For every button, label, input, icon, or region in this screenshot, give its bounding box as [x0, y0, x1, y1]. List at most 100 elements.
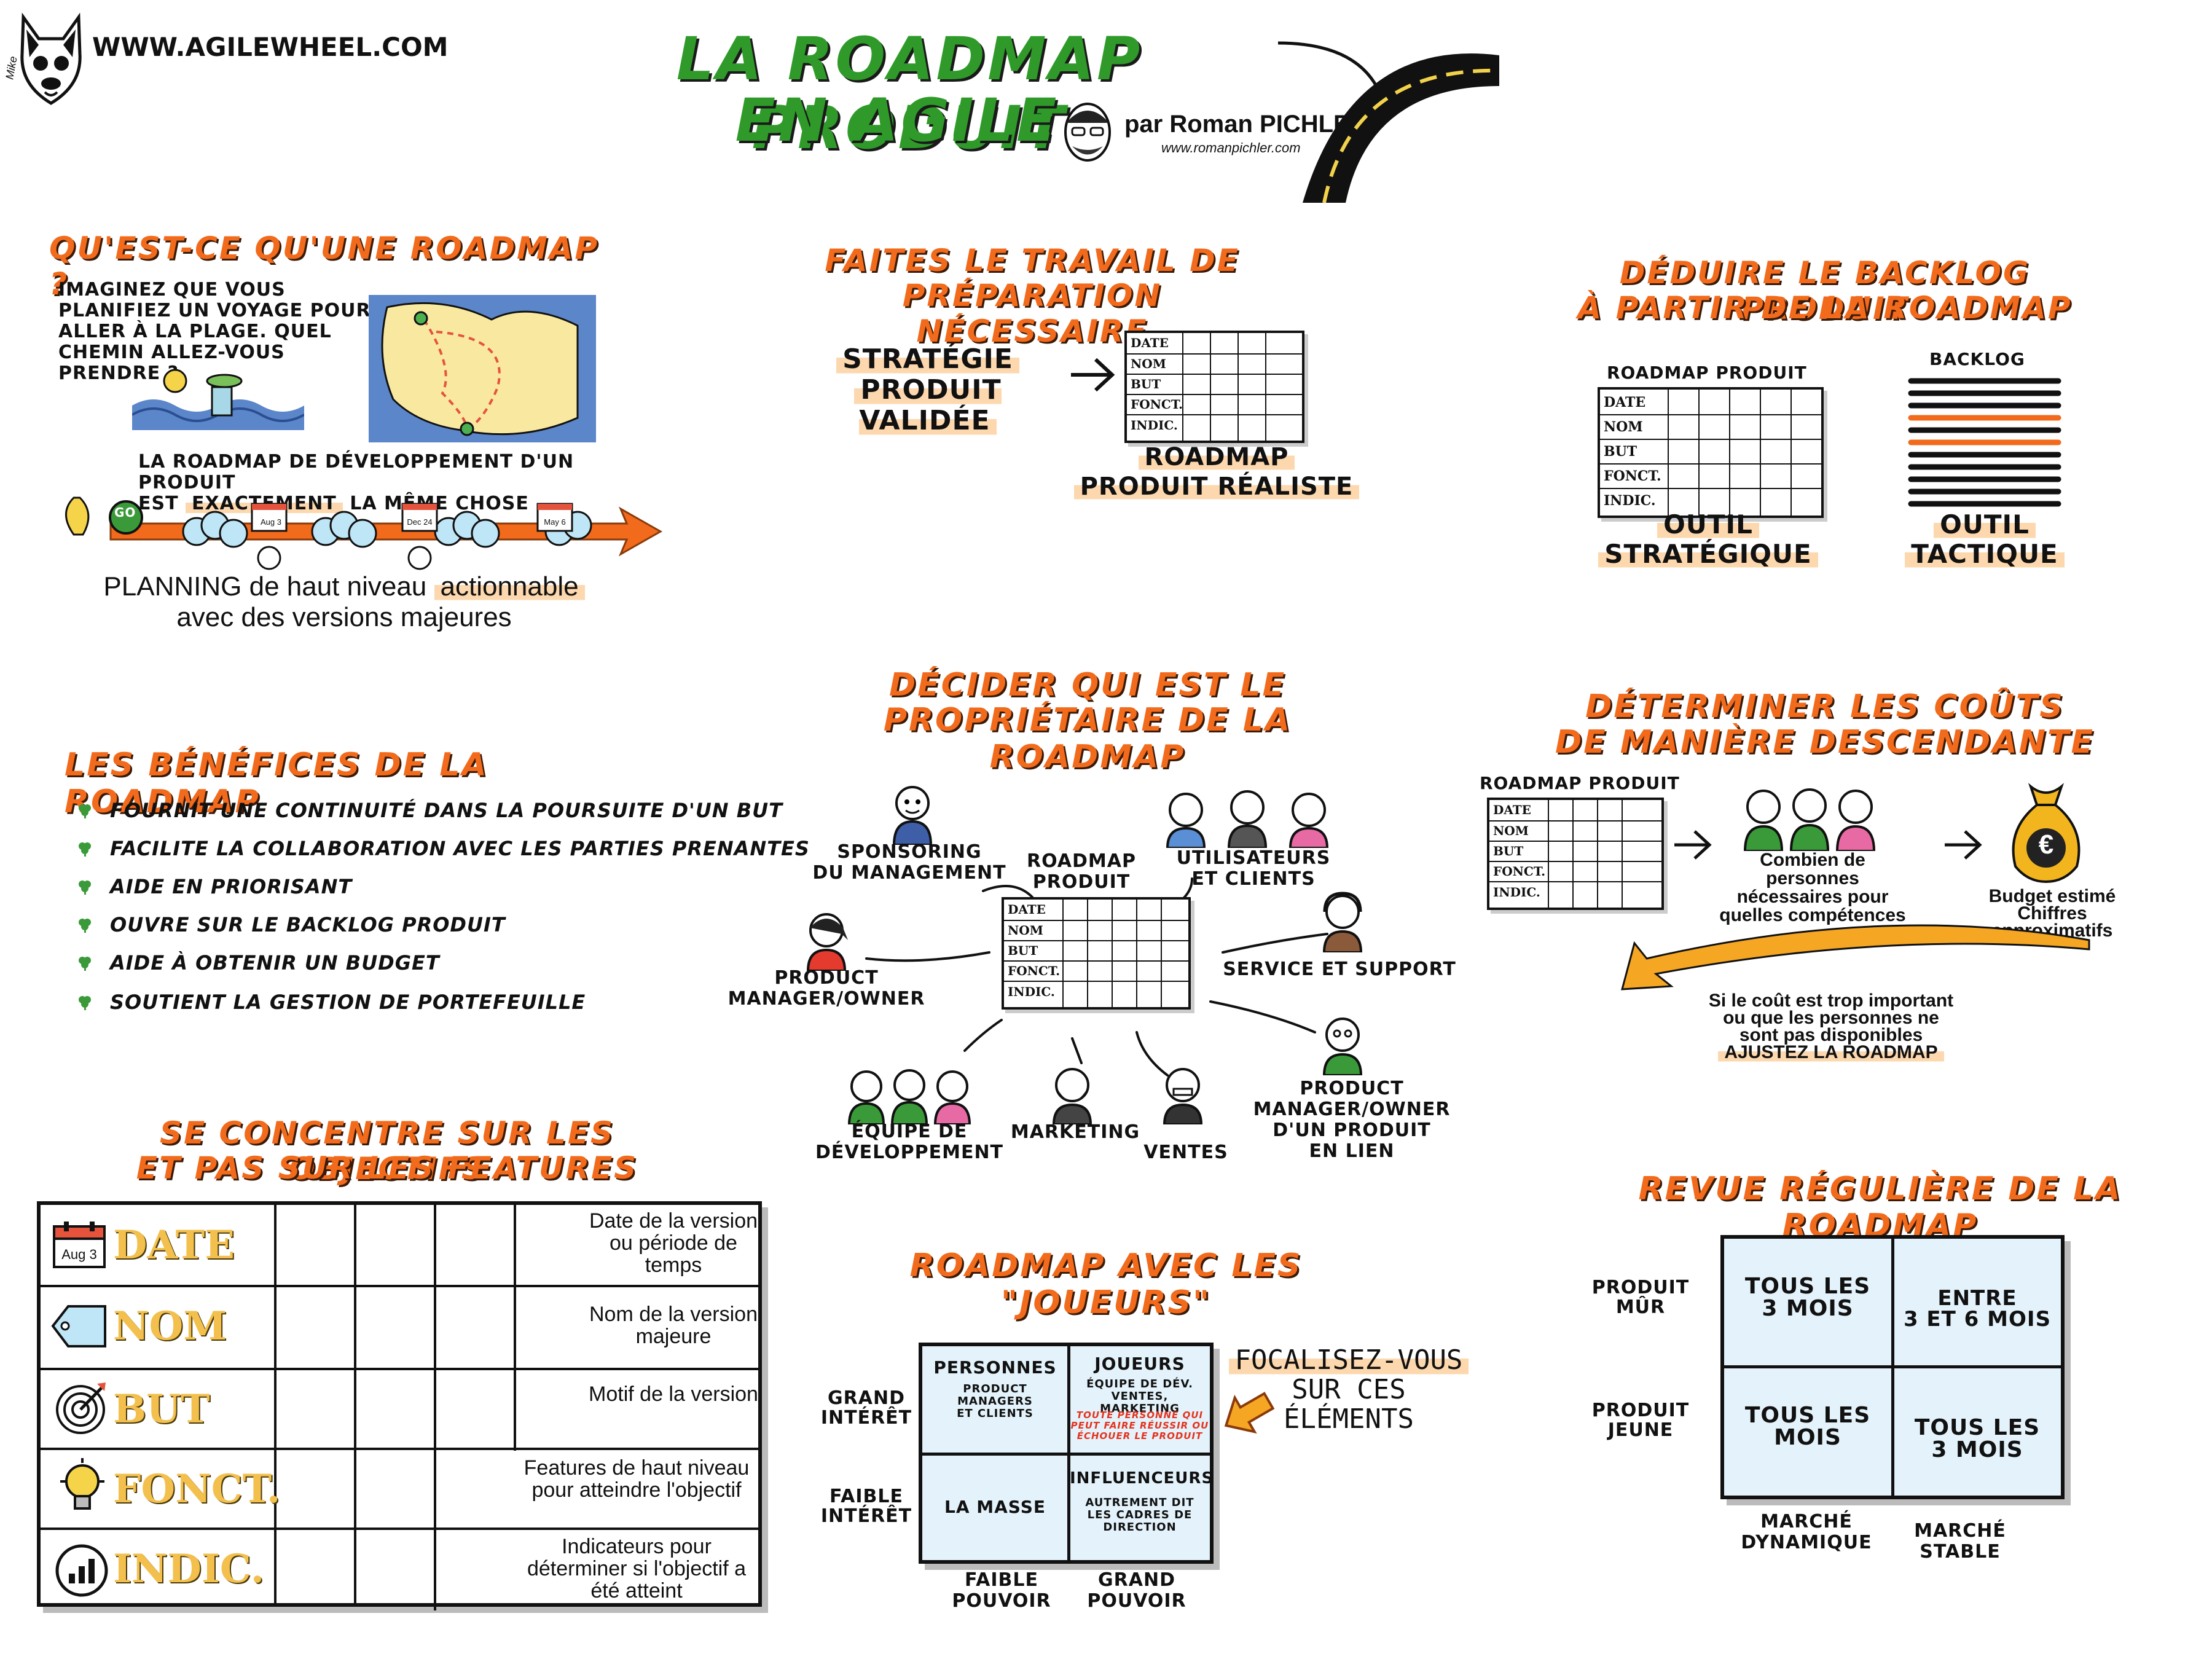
influencers-sub-2: LES CADRES DE: [1087, 1508, 1193, 1521]
arrow-right-icon: [1942, 826, 1985, 863]
sales-label: VENTES: [1143, 1142, 1228, 1163]
low-interest-line1: FAIBLE: [830, 1486, 903, 1507]
dog-logo: [11, 11, 91, 109]
players-sub-2: VENTES, MARKETING: [1100, 1390, 1180, 1415]
beach-illustration: [131, 363, 305, 430]
users-clients-label: UTILISATEURS ET CLIENTS: [1149, 848, 1358, 890]
budget-line2: Chiffres: [2017, 903, 2087, 924]
goal-row-label-goal: BUT: [113, 1386, 210, 1432]
mini-row-label: FONCT.: [1604, 468, 1661, 484]
arrow-right-icon: [1671, 826, 1714, 863]
sponsoring-label: SPONSORING DU MANAGEMENT: [799, 842, 1020, 884]
statement-part-b: EST: [138, 493, 179, 514]
adjust-line1: Si le coût est trop important: [1708, 990, 1954, 1011]
mini-row-label: FONCT.: [1493, 864, 1546, 879]
prep-title-1: FAITES LE TRAVAIL DE: [825, 243, 1240, 278]
prep-roadmap-table: DATE NOM BUT FONCT. INDIC.: [1124, 331, 1304, 443]
q3-line1: TOUS LES: [1744, 1403, 1871, 1428]
people-sub-2: MANAGERS: [957, 1395, 1033, 1408]
backlog-title-2: À PARTIR DE LA ROADMAP: [1577, 290, 2073, 326]
mini-row-label: INDIC.: [1604, 493, 1656, 509]
main-title-line2: EN AGILE: [735, 86, 1059, 155]
tool-tact-line2: TACTIQUE: [1905, 539, 2065, 569]
planning-caption: PLANNING de haut niveau actionnable avec…: [80, 571, 608, 633]
benefit-text: SOUTIENT LA GESTION DE PORTEFEUILLE: [110, 990, 586, 1014]
prep-title-2: PRÉPARATION NÉCESSAIRE: [902, 278, 1163, 349]
planning-versions: avec des versions majeures: [176, 602, 512, 632]
clover-icon: [79, 880, 91, 895]
people-sub-3: ET CLIENTS: [957, 1407, 1033, 1420]
clover-icon: [79, 957, 91, 971]
mini-row-label: FONCT.: [1131, 397, 1183, 412]
indicator-chart-icon: [54, 1543, 109, 1598]
strategic-tool: OUTIL STRATÉGIQUE: [1567, 509, 1849, 569]
center-line1: ROADMAP: [1027, 850, 1136, 872]
low-power-line1: FAIBLE: [965, 1569, 1038, 1591]
pointing-arrow-icon: [1220, 1389, 1275, 1438]
goal-row-desc-metrics: Indicateurs pour déterminer si l'objecti…: [527, 1535, 747, 1602]
benefit-item: AIDE À OBTENIR UN BUDGET: [77, 951, 440, 975]
mini-row-label: NOM: [1131, 356, 1166, 371]
mini-row-label: DATE: [1493, 802, 1531, 817]
quadrant-players-sub: ÉQUIPE DE DÉV. VENTES, MARKETING: [1070, 1378, 1210, 1415]
quadrant-influencers-sub: AUTREMENT DIT LES CADRES DE DIRECTION: [1070, 1497, 1210, 1534]
timeline-date-2: Dec 24: [407, 517, 433, 527]
timeline-date-3: May 6: [544, 517, 566, 527]
pm-person-icon: [799, 909, 854, 972]
backlog-title-1: DÉDUIRE LE BACKLOG PRODUIT: [1619, 255, 2031, 326]
q4-line2: 3 MOIS: [1931, 1437, 2023, 1462]
timeline-date-1: Aug 3: [261, 517, 281, 527]
low-power-line2: POUVOIR: [952, 1590, 1051, 1612]
dynamic-line2: DYNAMIQUE: [1741, 1532, 1872, 1553]
goal-row-desc-features: Features de haut niveau pour atteindre l…: [524, 1456, 750, 1502]
mini-row-label: BUT: [1493, 844, 1524, 858]
people-sub-1: PRODUCT: [963, 1382, 1027, 1395]
mini-row-label: NOM: [1604, 419, 1643, 435]
dev-team-label: ÉQUIPE DE DÉVELOPPEMENT: [793, 1121, 1026, 1163]
benefit-text: FACILITE LA COLLABORATION AVEC LES PARTI…: [110, 837, 810, 860]
linked-line1: PRODUCT: [1300, 1078, 1404, 1099]
site-url[interactable]: WWW.AGILEWHEEL.COM: [92, 32, 449, 62]
mature-line1: PRODUIT: [1591, 1277, 1690, 1298]
backlog-roadmap-table: DATE NOM BUT FONCT. INDIC.: [1598, 387, 1824, 518]
realistic-roadmap: ROADMAP PRODUIT RÉALISTE: [1057, 442, 1376, 501]
dev-line1: ÉQUIPE DE: [851, 1121, 968, 1142]
planning-level: de haut niveau: [249, 571, 427, 602]
adjust-line2: ou que les personnes ne: [1723, 1008, 1939, 1028]
benefits-title: LES BÉNÉFICES DE LA ROADMAP: [65, 747, 488, 820]
statement-part-a: LA ROADMAP DE DÉVELOPPEMENT D'UN PRODUIT: [138, 451, 575, 493]
marketing-label: MARKETING: [1010, 1121, 1140, 1143]
q2-line2: 3 ET 6 MOIS: [1903, 1307, 2052, 1332]
q2-line1: ENTRE: [1937, 1286, 2017, 1311]
author-site[interactable]: www.romanpichler.com: [1161, 140, 1301, 155]
goal-row-label-metrics: INDIC.: [113, 1546, 264, 1592]
sales-person-icon: [1155, 1063, 1210, 1126]
q3-line2: MOIS: [1774, 1425, 1841, 1450]
go-badge: GO: [114, 505, 136, 520]
benefit-text: FOURNIT UNE CONTINUITÉ DANS LA POURSUITE…: [110, 799, 783, 822]
high-interest-line1: GRAND: [828, 1387, 905, 1409]
planning-word: PLANNING: [103, 571, 242, 602]
owner-connectors: [737, 774, 1475, 1180]
mini-row-label: BUT: [1604, 444, 1637, 460]
goals-title-1: SE CONCENTRE SUR LES OBJECTIFS: [159, 1115, 615, 1186]
clover-icon: [79, 842, 91, 857]
target-icon: [53, 1380, 108, 1435]
benefit-item: SOUTIENT LA GESTION DE PORTEFEUILLE: [77, 990, 586, 1014]
mini-row-label: NOM: [1493, 823, 1529, 838]
low-interest-line2: INTÉRÊT: [820, 1505, 912, 1527]
costs-roadmap-label: ROADMAP PRODUIT: [1480, 773, 1680, 793]
mini-row-label: DATE: [1131, 335, 1169, 350]
review-q2: ENTRE 3 ET 6 MOIS: [1894, 1288, 2061, 1330]
review-q1: TOUS LES 3 MOIS: [1724, 1276, 1891, 1320]
benefit-text: OUVRE SUR LE BACKLOG PRODUIT: [110, 913, 506, 936]
arrow-right-icon: [1068, 353, 1117, 396]
benefit-text: AIDE À OBTENIR UN BUDGET: [110, 951, 440, 975]
tool-strat-line1: OUTIL: [1657, 509, 1759, 539]
strategy-line1: STRATÉGIE: [836, 343, 1019, 375]
backlog-label: BACKLOG: [1929, 349, 2025, 369]
quadrant-influencers: INFLUENCEURS: [1070, 1469, 1214, 1488]
goals-table: Aug 3 DATE Date de la version ou période…: [37, 1201, 762, 1610]
focus-line2: SUR CES: [1292, 1374, 1406, 1405]
tool-strat-line2: STRATÉGIQUE: [1598, 539, 1818, 569]
